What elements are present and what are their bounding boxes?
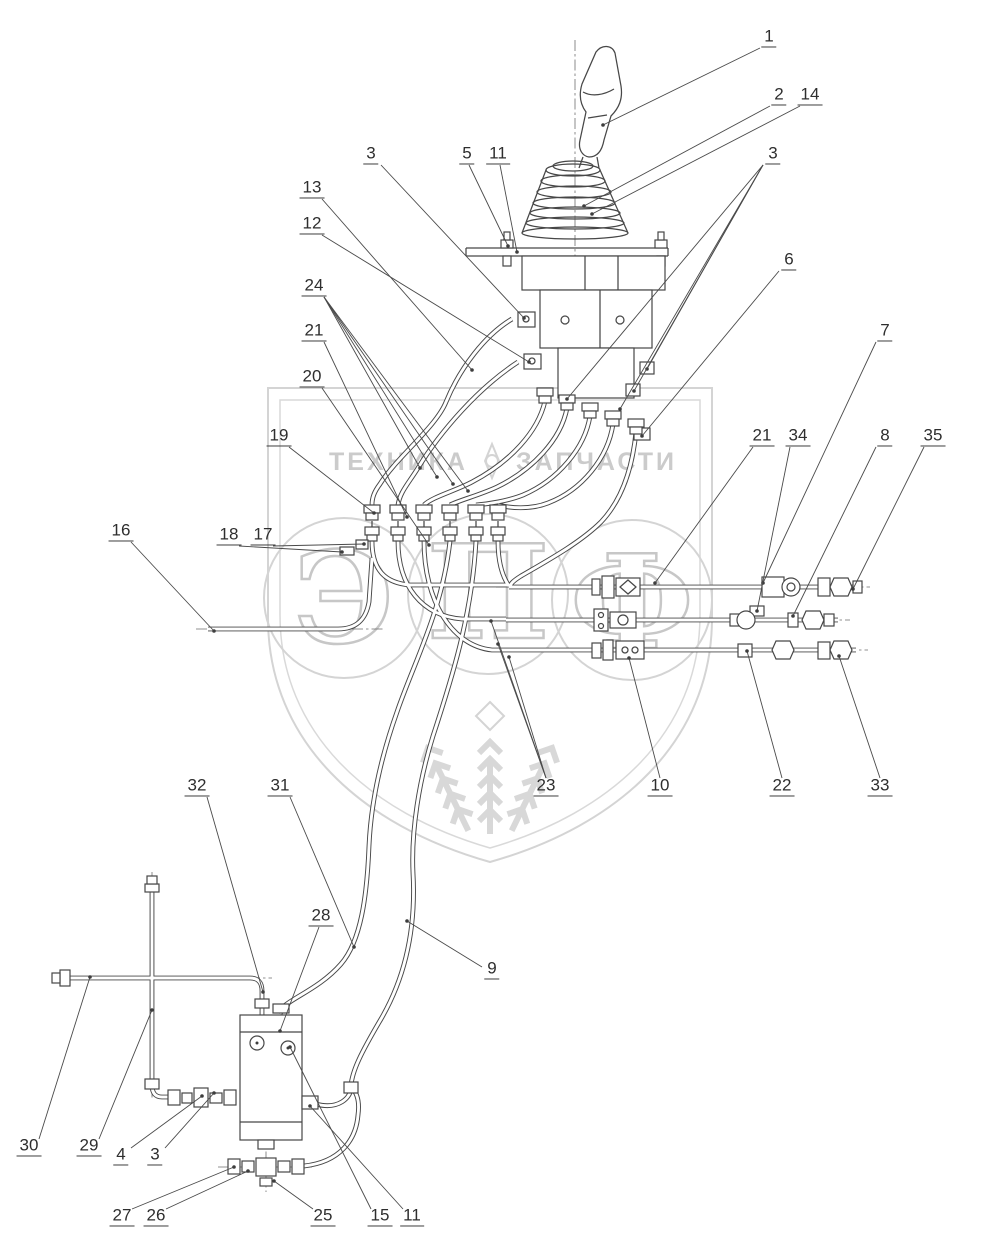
callout-1-0: 1 [761,27,777,48]
callout-11-5: 11 [486,144,510,165]
callout-34-16: 34 [785,426,811,447]
watermark-letter-2: П [427,516,550,669]
tube-fittings-row [339,504,507,556]
callout-24-9: 24 [301,276,327,297]
valve-port-fittings [536,387,645,435]
callout-6-10: 6 [781,250,797,271]
pilot-valve-body [521,255,666,399]
callout-3-33: 3 [147,1145,163,1166]
callout-26-35: 26 [143,1206,169,1227]
hose-assembly-top [591,575,863,599]
callout-3-3: 3 [363,144,379,165]
callout-21-11: 21 [301,321,327,342]
joystick-handle [578,45,623,169]
callout-22-24: 22 [769,776,795,797]
callout-32-26: 32 [184,776,210,797]
callout-11-38: 11 [400,1206,424,1227]
callout-17-21: 17 [250,525,276,546]
callout-21-15: 21 [749,426,775,447]
callout-13-7: 13 [299,178,325,199]
wheat-emblem-icon [418,700,562,836]
callout-25-36: 25 [310,1206,336,1227]
callout-31-27: 31 [267,776,293,797]
hose-assembly-bottom [591,639,853,661]
callout-8-17: 8 [877,426,893,447]
callout-19-14: 19 [266,426,292,447]
watermark-shield-logo: ТЕХНИКА ЗАПЧАСТИ Э П Ф [263,387,713,864]
callout-35-18: 35 [920,426,946,447]
callout-20-12: 20 [299,367,325,388]
callout-4-32: 4 [113,1145,129,1166]
manifold-block [227,1003,359,1187]
callout-5-4: 5 [459,144,475,165]
callout-15-37: 15 [367,1206,393,1227]
callout-10-23: 10 [647,776,673,797]
callout-16-19: 16 [108,521,134,542]
callout-7-13: 7 [877,321,893,342]
watermark-letter-3: Ф [570,526,693,679]
callout-18-20: 18 [216,525,242,546]
callout-23-22: 23 [533,776,559,797]
star-icon [483,441,501,481]
callout-14-2: 14 [797,85,823,106]
callout-33-25: 33 [867,776,893,797]
callout-9-29: 9 [484,959,500,980]
callout-2-1: 2 [771,85,787,106]
callout-29-31: 29 [76,1136,102,1157]
callout-28-28: 28 [308,906,334,927]
callout-12-8: 12 [299,214,325,235]
bottom-tube-assembly [51,875,270,1108]
callout-30-30: 30 [16,1136,42,1157]
callout-3-6: 3 [765,144,781,165]
callout-27-34: 27 [109,1206,135,1227]
joystick-boot [521,160,629,240]
